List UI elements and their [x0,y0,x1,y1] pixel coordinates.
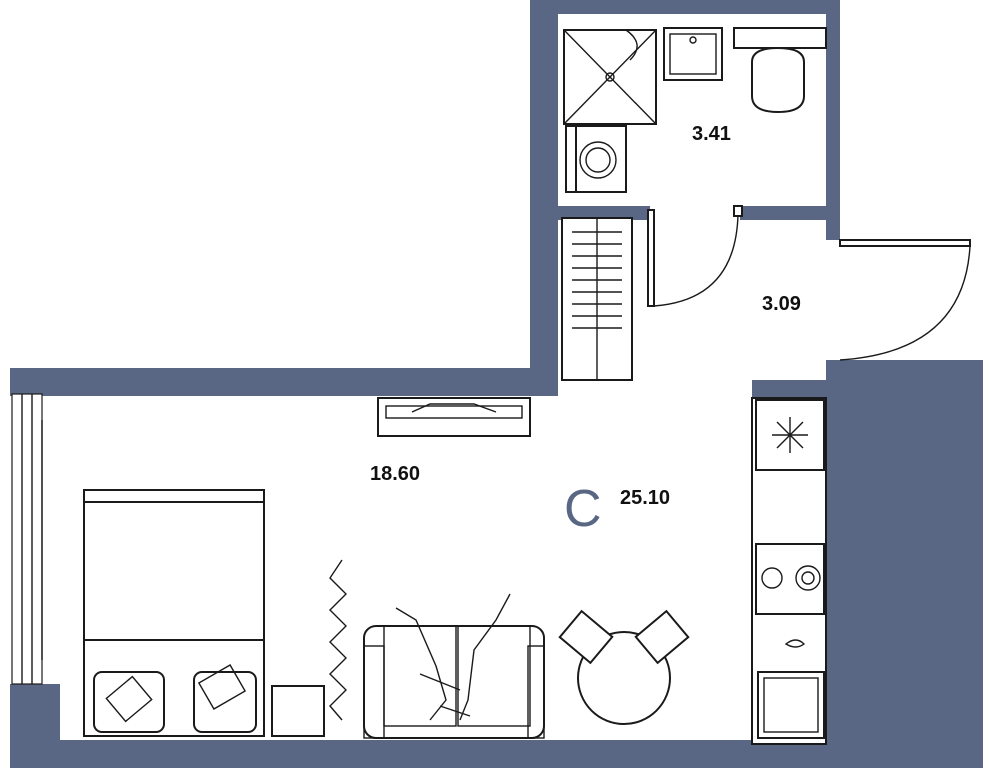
hob [755,543,825,615]
total-area-label: 25.10 [620,487,670,509]
wall-bath-right [826,0,840,240]
wall-corridor-left [530,206,558,396]
shower-tray [563,29,657,125]
people [395,593,511,721]
entrance-door [839,239,971,361]
window [11,393,43,685]
sofa [363,593,545,739]
washing-machine [565,125,627,193]
bed [83,489,265,737]
hallway-area-label: 3.09 [762,293,801,315]
wardrobe [561,217,633,381]
bathroom-door [647,205,743,307]
wall-kitchen-right [826,360,983,768]
nightstand [271,685,325,737]
living-room-area-label: 18.60 [370,463,420,485]
dining-set [558,609,690,725]
tv-stand [377,397,531,437]
wall-main-top [10,368,558,396]
wall-main-left [10,368,60,394]
entrance-opening [826,240,840,360]
wall-kitchen-inner [752,380,840,400]
wall-bath-bottom-right [740,206,840,220]
toilet [733,27,827,114]
kitchen-counter [751,397,827,745]
wall-bath-left [530,0,558,220]
kitchen-sink-tap [784,639,806,648]
kitchen-sink [757,671,825,739]
wall-bath-bottom-left [530,206,650,220]
sink [663,27,723,81]
wall-bath-top [530,0,840,14]
wall-bottom [10,740,983,768]
pillow-left [93,671,165,733]
apartment-type-label: С [564,480,602,538]
bathroom-area-label: 3.41 [692,123,731,145]
walls [10,0,983,768]
floor-lamp [329,559,347,721]
